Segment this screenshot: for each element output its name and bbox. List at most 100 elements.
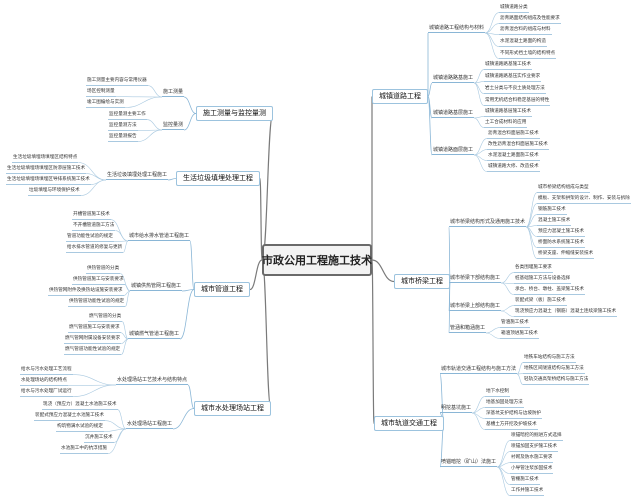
- sub-monitoring[interactable]: 监控量测: [162, 122, 185, 130]
- connector: [516, 362, 524, 375]
- connector: [86, 173, 107, 181]
- connector: [117, 409, 127, 430]
- connector: [525, 192, 538, 228]
- sub-road-subgrade[interactable]: 城镇道路路基施工: [432, 75, 475, 83]
- leaf: 喷锚加固支护施工技术: [510, 444, 558, 452]
- branch-pipeline[interactable]: 城市管道工程: [194, 282, 250, 297]
- branch-survey-monitoring[interactable]: 施工测量与监控量测: [196, 106, 273, 121]
- connector: [471, 412, 486, 430]
- central-topic[interactable]: 市政公用工程施工技术: [262, 244, 372, 276]
- leaf: 城镇道路路基施工技术: [484, 62, 532, 70]
- sub-treatment-construction[interactable]: 水处理场站工程施工: [126, 421, 174, 429]
- leaf: 给水与污水处理厂试运行: [20, 389, 73, 397]
- connector: [473, 82, 485, 106]
- sub-water-pipeline[interactable]: 城市给水排水管道工程施工: [128, 233, 191, 241]
- leaf: 水泥混凝土路面施工技术: [487, 153, 540, 161]
- leaf: 钢筋施工技术: [537, 207, 567, 215]
- sub-bridge-superstructure[interactable]: 城市桥梁上部结构施工: [449, 303, 502, 311]
- connector: [484, 32, 500, 59]
- sub-mining-method[interactable]: 喷锚暗挖（矿山）法施工: [440, 459, 498, 467]
- connector: [115, 230, 129, 242]
- connector: [147, 85, 163, 98]
- leaf: 不同形式挡土墙的结构特点: [499, 51, 557, 59]
- connector: [525, 226, 538, 259]
- leaf: 供热管道施工与安装要求: [72, 277, 125, 285]
- sub-road-base[interactable]: 城镇道路基层施工: [432, 110, 475, 118]
- leaf: 水处理场站的结构特点: [20, 378, 68, 386]
- leaf: 城镇道路路基压实作业要求: [484, 74, 542, 82]
- branch-rail-transit[interactable]: 城市轨道交通工程: [374, 416, 444, 431]
- connector: [123, 290, 131, 296]
- connector: [496, 466, 511, 496]
- connector: [473, 154, 488, 172]
- sub-open-excavation[interactable]: 明挖基坑施工: [440, 405, 473, 413]
- leaf: 工作井施工技术: [510, 488, 545, 496]
- sub-bridge-substructure[interactable]: 城市桥梁下部结构施工: [449, 275, 502, 283]
- connector: [473, 117, 485, 128]
- leaf: 箱涵顶进施工技术: [500, 331, 539, 339]
- sub-heating-pipeline[interactable]: 城镇供热管网工程施工: [130, 283, 183, 291]
- leaf: 场区控制测量: [86, 89, 116, 97]
- sub-gas-pipeline[interactable]: 城镇燃气管道工程施工: [128, 331, 181, 339]
- sub-road-surface[interactable]: 城镇道路面层施工: [432, 147, 475, 155]
- leaf: 供热管道功能性试验的规定: [68, 299, 126, 307]
- connector: [484, 32, 500, 47]
- connector: [72, 374, 117, 386]
- leaf: 管道功能性试验的规定: [66, 234, 114, 242]
- leaf: 模板、支架和拱架的设计、制作、安装与拆除: [537, 196, 631, 204]
- leaf: 土工合成材料的应用: [484, 120, 528, 128]
- leaf: 给水与污水处理工艺流程: [20, 367, 73, 375]
- sub-culvert[interactable]: 管涵和箱涵施工: [449, 325, 487, 333]
- connector: [371, 259, 375, 425]
- leaf: 混凝土施工技术: [537, 218, 572, 226]
- branch-road-engineering[interactable]: 城镇道路工程: [372, 89, 428, 104]
- branch-bridge-engineering[interactable]: 城市桥梁工程: [394, 274, 450, 289]
- connector: [124, 96, 163, 108]
- leaf: 监控量测报告: [108, 134, 138, 142]
- leaf: 地基加固处理方法: [485, 400, 524, 408]
- branch-water-treatment[interactable]: 城市水处理场站工程: [194, 401, 271, 416]
- leaf: 岩土分类与不良土质处理方法: [484, 86, 546, 94]
- leaf: 装配式梁（板）施工技术: [514, 298, 567, 306]
- leaf: 构筑物满水试验的规定: [56, 424, 104, 432]
- sub-treatment-process[interactable]: 水处理场站工艺技术与结构特点: [116, 377, 189, 385]
- connector: [473, 138, 488, 156]
- connector: [113, 240, 129, 242]
- sub-rail-structure[interactable]: 城市轨道交通工程结构与施工方法: [440, 366, 518, 374]
- leaf: 桩基础施工方法与设备选择: [514, 276, 572, 284]
- leaf: 监控量测方法: [108, 123, 138, 131]
- sub-road-structure[interactable]: 城镇道路工程结构与材料: [428, 25, 486, 33]
- connector: [471, 396, 486, 414]
- leaf: 轻轨交通高架桥结构与施工方法: [523, 377, 590, 385]
- leaf: 供热管网附件及换热站设施安装要求: [48, 288, 124, 296]
- connector: [525, 214, 538, 228]
- connector: [103, 428, 127, 432]
- leaf: 开槽管道施工技术: [72, 212, 111, 220]
- connector: [113, 428, 127, 443]
- leaf: 沥青混合料的组成与材料: [499, 27, 552, 35]
- connector: [183, 96, 197, 114]
- connector: [473, 69, 485, 84]
- connector: [501, 310, 515, 317]
- leaf: 喷锚暗挖的掘进方式选择: [510, 433, 563, 441]
- leaf: 垃圾填埋与环境保护技术: [28, 188, 81, 196]
- sub-bridge-structure[interactable]: 城市桥梁结构形式及通用施工技术: [449, 219, 527, 227]
- connector: [261, 259, 272, 410]
- leaf: 竣工图编绘与实测: [86, 100, 125, 108]
- connector: [120, 332, 129, 340]
- leaf: 地下水控制: [485, 389, 510, 397]
- leaf: 桥梁支座、伸缩缝安装技术: [537, 251, 595, 259]
- connector: [371, 259, 395, 283]
- connector: [525, 226, 538, 248]
- sub-landfill-construction[interactable]: 生活垃圾填埋处理工程施工: [106, 172, 169, 180]
- leaf: 城镇道路大修、改造技术: [487, 164, 540, 172]
- connector: [261, 112, 274, 261]
- sub-construction-survey[interactable]: 施工测量: [162, 89, 185, 97]
- leaf: 生活垃圾填埋场填埋区导排系统施工技术: [6, 177, 91, 185]
- leaf: 衬砌及防水施工要求: [510, 455, 554, 463]
- leaf: 现浇（预应力）混凝土水池施工技术: [42, 402, 118, 410]
- connector: [183, 113, 197, 131]
- branch-landfill[interactable]: 生活垃圾填埋处理工程: [176, 171, 260, 186]
- leaf: 地铁车站结构与施工方法: [523, 355, 576, 363]
- leaf: 现浇预应力混凝土（钢筋）混凝土连续梁施工技术: [514, 309, 618, 317]
